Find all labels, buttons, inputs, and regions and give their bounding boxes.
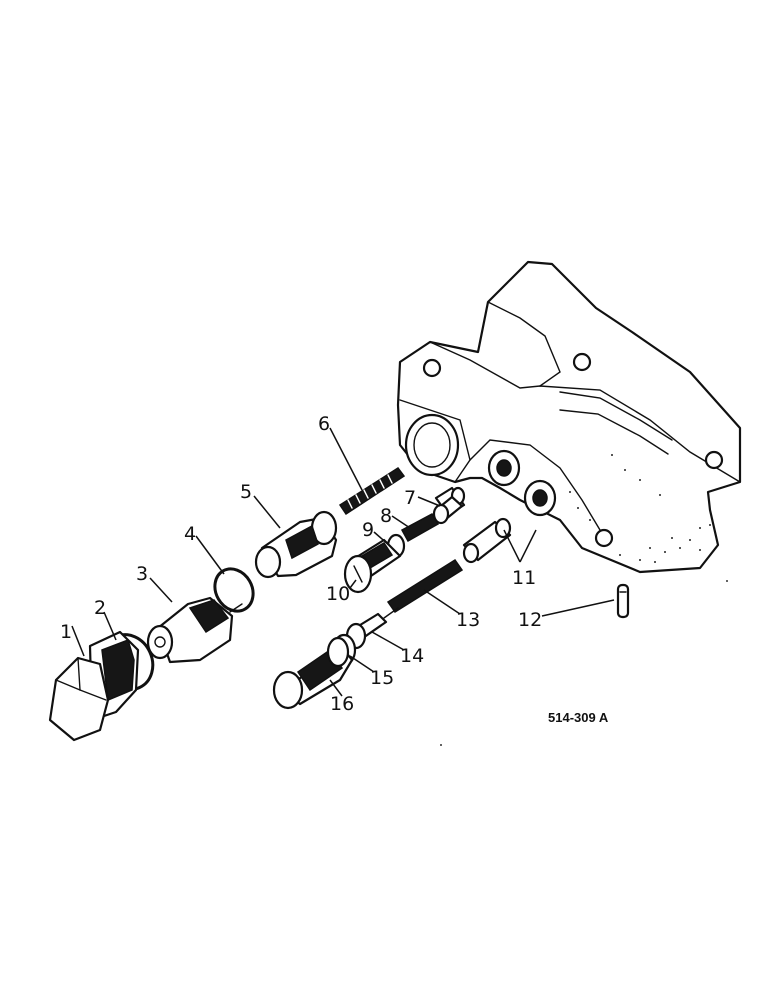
callout-3: 3 bbox=[136, 563, 148, 585]
callout-12: 12 bbox=[518, 609, 542, 631]
part-5-seat bbox=[254, 510, 338, 579]
valve-body-outline bbox=[396, 260, 742, 574]
seat-5-face bbox=[254, 545, 282, 579]
part-13-spring bbox=[386, 558, 464, 614]
part-8-spring bbox=[400, 513, 440, 543]
body-ridge bbox=[487, 301, 561, 387]
callout-16: 16 bbox=[330, 693, 354, 715]
callout-7: 7 bbox=[404, 487, 416, 509]
callout-10: 10 bbox=[326, 583, 350, 605]
body-top-edge bbox=[429, 341, 741, 483]
callout-15: 15 bbox=[370, 667, 394, 689]
part-4-oring bbox=[213, 567, 255, 613]
mount-hole-right bbox=[704, 450, 724, 470]
body-port-large-thread bbox=[413, 422, 451, 468]
part-11-sleeves bbox=[434, 486, 512, 564]
speck bbox=[440, 744, 442, 746]
spring-6 bbox=[338, 466, 406, 516]
body-step bbox=[399, 399, 471, 461]
callout-2: 2 bbox=[94, 597, 106, 619]
seat-5-thread bbox=[285, 524, 319, 560]
speck bbox=[726, 580, 728, 582]
leader-lines bbox=[71, 427, 615, 697]
callout-5: 5 bbox=[240, 481, 252, 503]
valve-body bbox=[396, 260, 742, 574]
sleeve-lower-front bbox=[462, 542, 480, 564]
callout-8: 8 bbox=[380, 505, 392, 527]
part-3-cartridge bbox=[146, 596, 243, 664]
roll-pin bbox=[616, 583, 630, 619]
body-port-upper-bore bbox=[496, 459, 512, 477]
body-port-lower-bore bbox=[532, 489, 548, 507]
callout-14: 14 bbox=[400, 645, 424, 667]
callout-9: 9 bbox=[362, 519, 374, 541]
callout-1: 1 bbox=[60, 621, 72, 643]
callout-4: 4 bbox=[184, 523, 196, 545]
mount-hole-left bbox=[422, 358, 442, 378]
part-16-fitting bbox=[272, 636, 354, 710]
part-6-spring bbox=[338, 466, 406, 516]
part-12-roll-pin bbox=[616, 583, 630, 619]
figure-reference: 514-309 A bbox=[548, 710, 609, 725]
part-7-ball bbox=[432, 495, 464, 525]
callouts: 1 2 3 4 5 6 7 8 9 10 11 12 13 14 15 16 bbox=[60, 413, 542, 715]
body-slot bbox=[559, 391, 673, 455]
callout-11: 11 bbox=[512, 567, 536, 589]
part-10-plug bbox=[343, 538, 402, 594]
mount-hole-bottom bbox=[594, 528, 614, 548]
callout-13: 13 bbox=[456, 609, 480, 631]
sleeve-lower-end bbox=[494, 517, 512, 539]
part-1-hex-plug bbox=[48, 630, 140, 742]
body-shading bbox=[569, 454, 711, 563]
callout-6: 6 bbox=[318, 413, 330, 435]
mount-hole-top bbox=[572, 352, 592, 372]
